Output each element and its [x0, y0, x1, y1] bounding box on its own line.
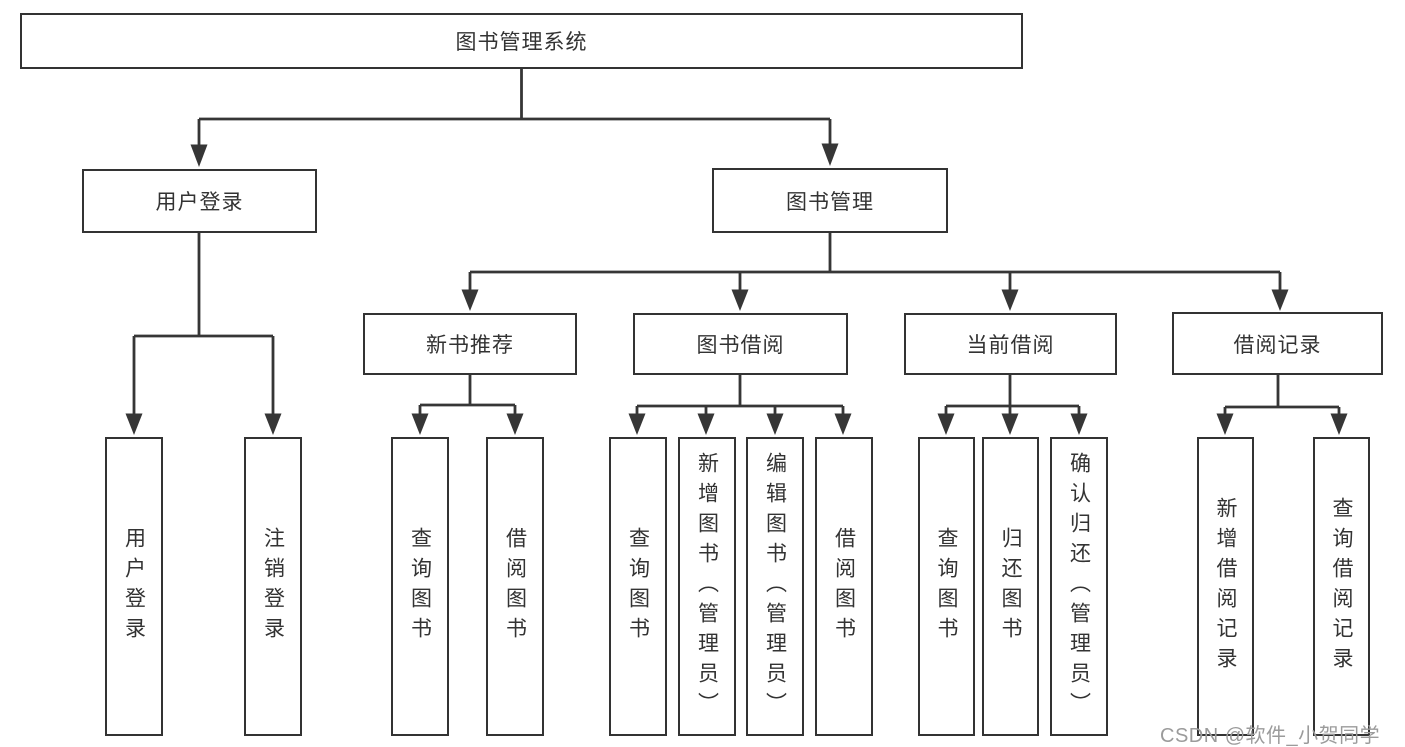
leaf-bor-borrow-books: 借阅图书 [815, 437, 873, 736]
node-label: 图书管理系统 [455, 31, 588, 54]
connector-records-to-leaves [1216, 375, 1348, 435]
node-root-library-system: 图书管理系统 [20, 13, 1023, 69]
node-new-book-recommend: 新书推荐 [363, 313, 577, 375]
leaf-logout: 注销登录 [244, 437, 302, 736]
leaf-label: 新增借阅记录 [1214, 496, 1237, 677]
node-label: 当前借阅 [966, 334, 1055, 357]
connector-userlogin-to-leaves [125, 233, 282, 435]
node-user-login: 用户登录 [82, 169, 317, 233]
leaf-rec-borrow-books: 借阅图书 [486, 437, 544, 736]
node-label: 图书管理 [786, 190, 874, 214]
node-book-management: 图书管理 [712, 168, 948, 233]
leaf-label: 确认归还（管理员） [1067, 451, 1091, 722]
leaf-records-query: 查询借阅记录 [1313, 437, 1370, 736]
leaf-label: 归还图书 [999, 526, 1022, 647]
node-label: 借阅记录 [1233, 333, 1322, 357]
leaf-label: 用户登录 [122, 526, 146, 647]
leaf-label: 新增图书（管理员） [695, 451, 719, 722]
node-borrow-records: 借阅记录 [1172, 312, 1383, 375]
connector-borrow-to-leaves [628, 374, 852, 435]
leaf-rec-query-books: 查询图书 [391, 437, 449, 736]
connector-bookmgmt-to-level3 [461, 233, 1289, 311]
leaf-cur-return-books: 归还图书 [982, 437, 1039, 736]
connector-current-to-leaves [937, 374, 1088, 435]
leaf-label: 借阅图书 [832, 526, 856, 647]
leaf-label: 编辑图书（管理员） [763, 451, 787, 722]
leaf-bor-edit-books-admin: 编辑图书（管理员） [746, 437, 804, 736]
node-book-borrow: 图书借阅 [633, 313, 848, 375]
leaf-label: 注销登录 [261, 526, 285, 647]
leaf-cur-confirm-return-admin: 确认归还（管理员） [1050, 437, 1108, 736]
connector-root-to-level2 [190, 69, 839, 167]
leaf-label: 借阅图书 [503, 526, 527, 647]
leaf-records-add: 新增借阅记录 [1197, 437, 1254, 736]
leaf-label: 查询图书 [626, 526, 650, 647]
node-label: 用户登录 [155, 191, 244, 214]
node-label: 图书借阅 [696, 334, 785, 357]
leaf-cur-query-books: 查询图书 [918, 437, 975, 736]
leaf-label: 查询图书 [935, 526, 958, 647]
connector-newrec-to-leaves [411, 374, 524, 435]
node-current-borrow: 当前借阅 [904, 313, 1117, 375]
leaf-label: 查询图书 [408, 526, 432, 647]
leaf-bor-add-books-admin: 新增图书（管理员） [678, 437, 736, 736]
leaf-bor-query-books: 查询图书 [609, 437, 667, 736]
node-label: 新书推荐 [426, 334, 514, 357]
csdn-watermark: CSDN @软件_小贺同学 [1160, 725, 1381, 747]
leaf-label: 查询借阅记录 [1330, 496, 1353, 677]
leaf-user-login: 用户登录 [105, 437, 163, 736]
